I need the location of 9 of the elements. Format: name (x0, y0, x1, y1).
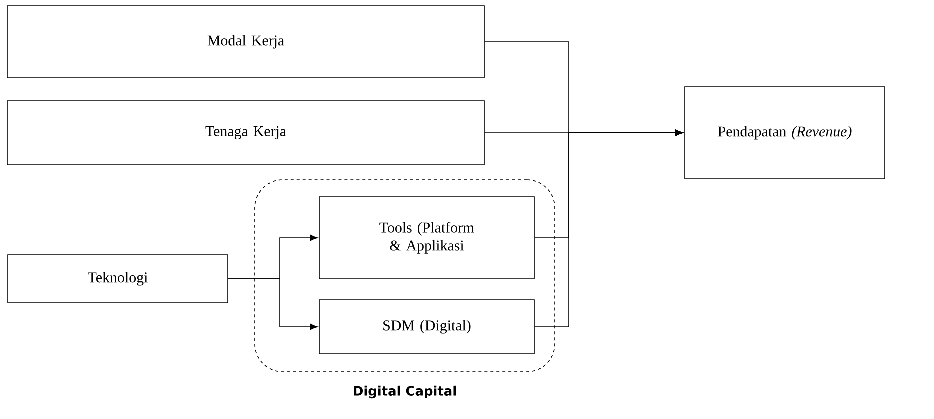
process-box: Teknologi (8, 254, 228, 304)
process-box: SDM (Digital) (319, 300, 535, 354)
arrow (228, 278, 318, 330)
process-box: Pendapatan (Revenue) (684, 86, 886, 180)
arrow (534, 130, 684, 328)
process-box: Tools (Platform & Applikasi (319, 196, 535, 280)
node-label: Digital Capital (354, 386, 456, 399)
process-box: Tenaga Kerja (7, 100, 485, 166)
process-box: Modal Kerja (7, 6, 485, 78)
